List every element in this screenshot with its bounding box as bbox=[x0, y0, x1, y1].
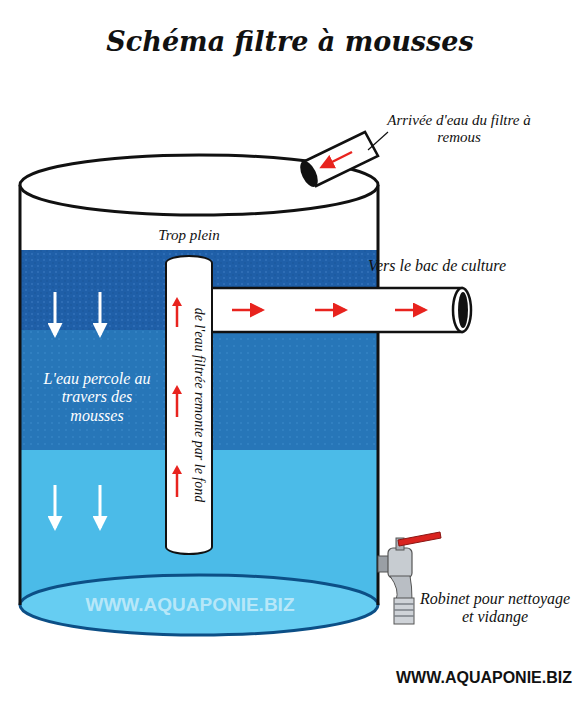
diagram-title: Schéma filtre à mousses bbox=[0, 26, 580, 57]
pipe-heading: Trop plein bbox=[133, 227, 245, 244]
outlet-pipe bbox=[200, 288, 471, 332]
tank-wall bbox=[377, 185, 380, 605]
filter-tank: Trop plein de l'eau filtrée remonte par l… bbox=[20, 155, 378, 635]
tap-label: Robinet pour nettoyage et vidange bbox=[416, 590, 574, 627]
overflow-pipe: Trop pleinde l'eau filtrée remonte par l… bbox=[165, 255, 213, 555]
tank-wall bbox=[19, 185, 22, 605]
outlet-label: Vers le bac de culture bbox=[368, 257, 568, 275]
flow-note: L'eau percole au travers des mousses bbox=[38, 370, 156, 425]
drain-tap bbox=[378, 532, 441, 624]
tank-bottom bbox=[20, 575, 378, 635]
watermark: WWW.AQUAPONIE.BIZ bbox=[376, 669, 572, 687]
inlet-label: Arrivée d'eau du filtre à remous bbox=[384, 112, 534, 147]
watermark: WWW.AQUAPONIE.BIZ bbox=[60, 594, 320, 616]
pipe-note: de l'eau filtrée remonte par le fond bbox=[187, 260, 207, 550]
inlet-pipe bbox=[297, 132, 388, 190]
